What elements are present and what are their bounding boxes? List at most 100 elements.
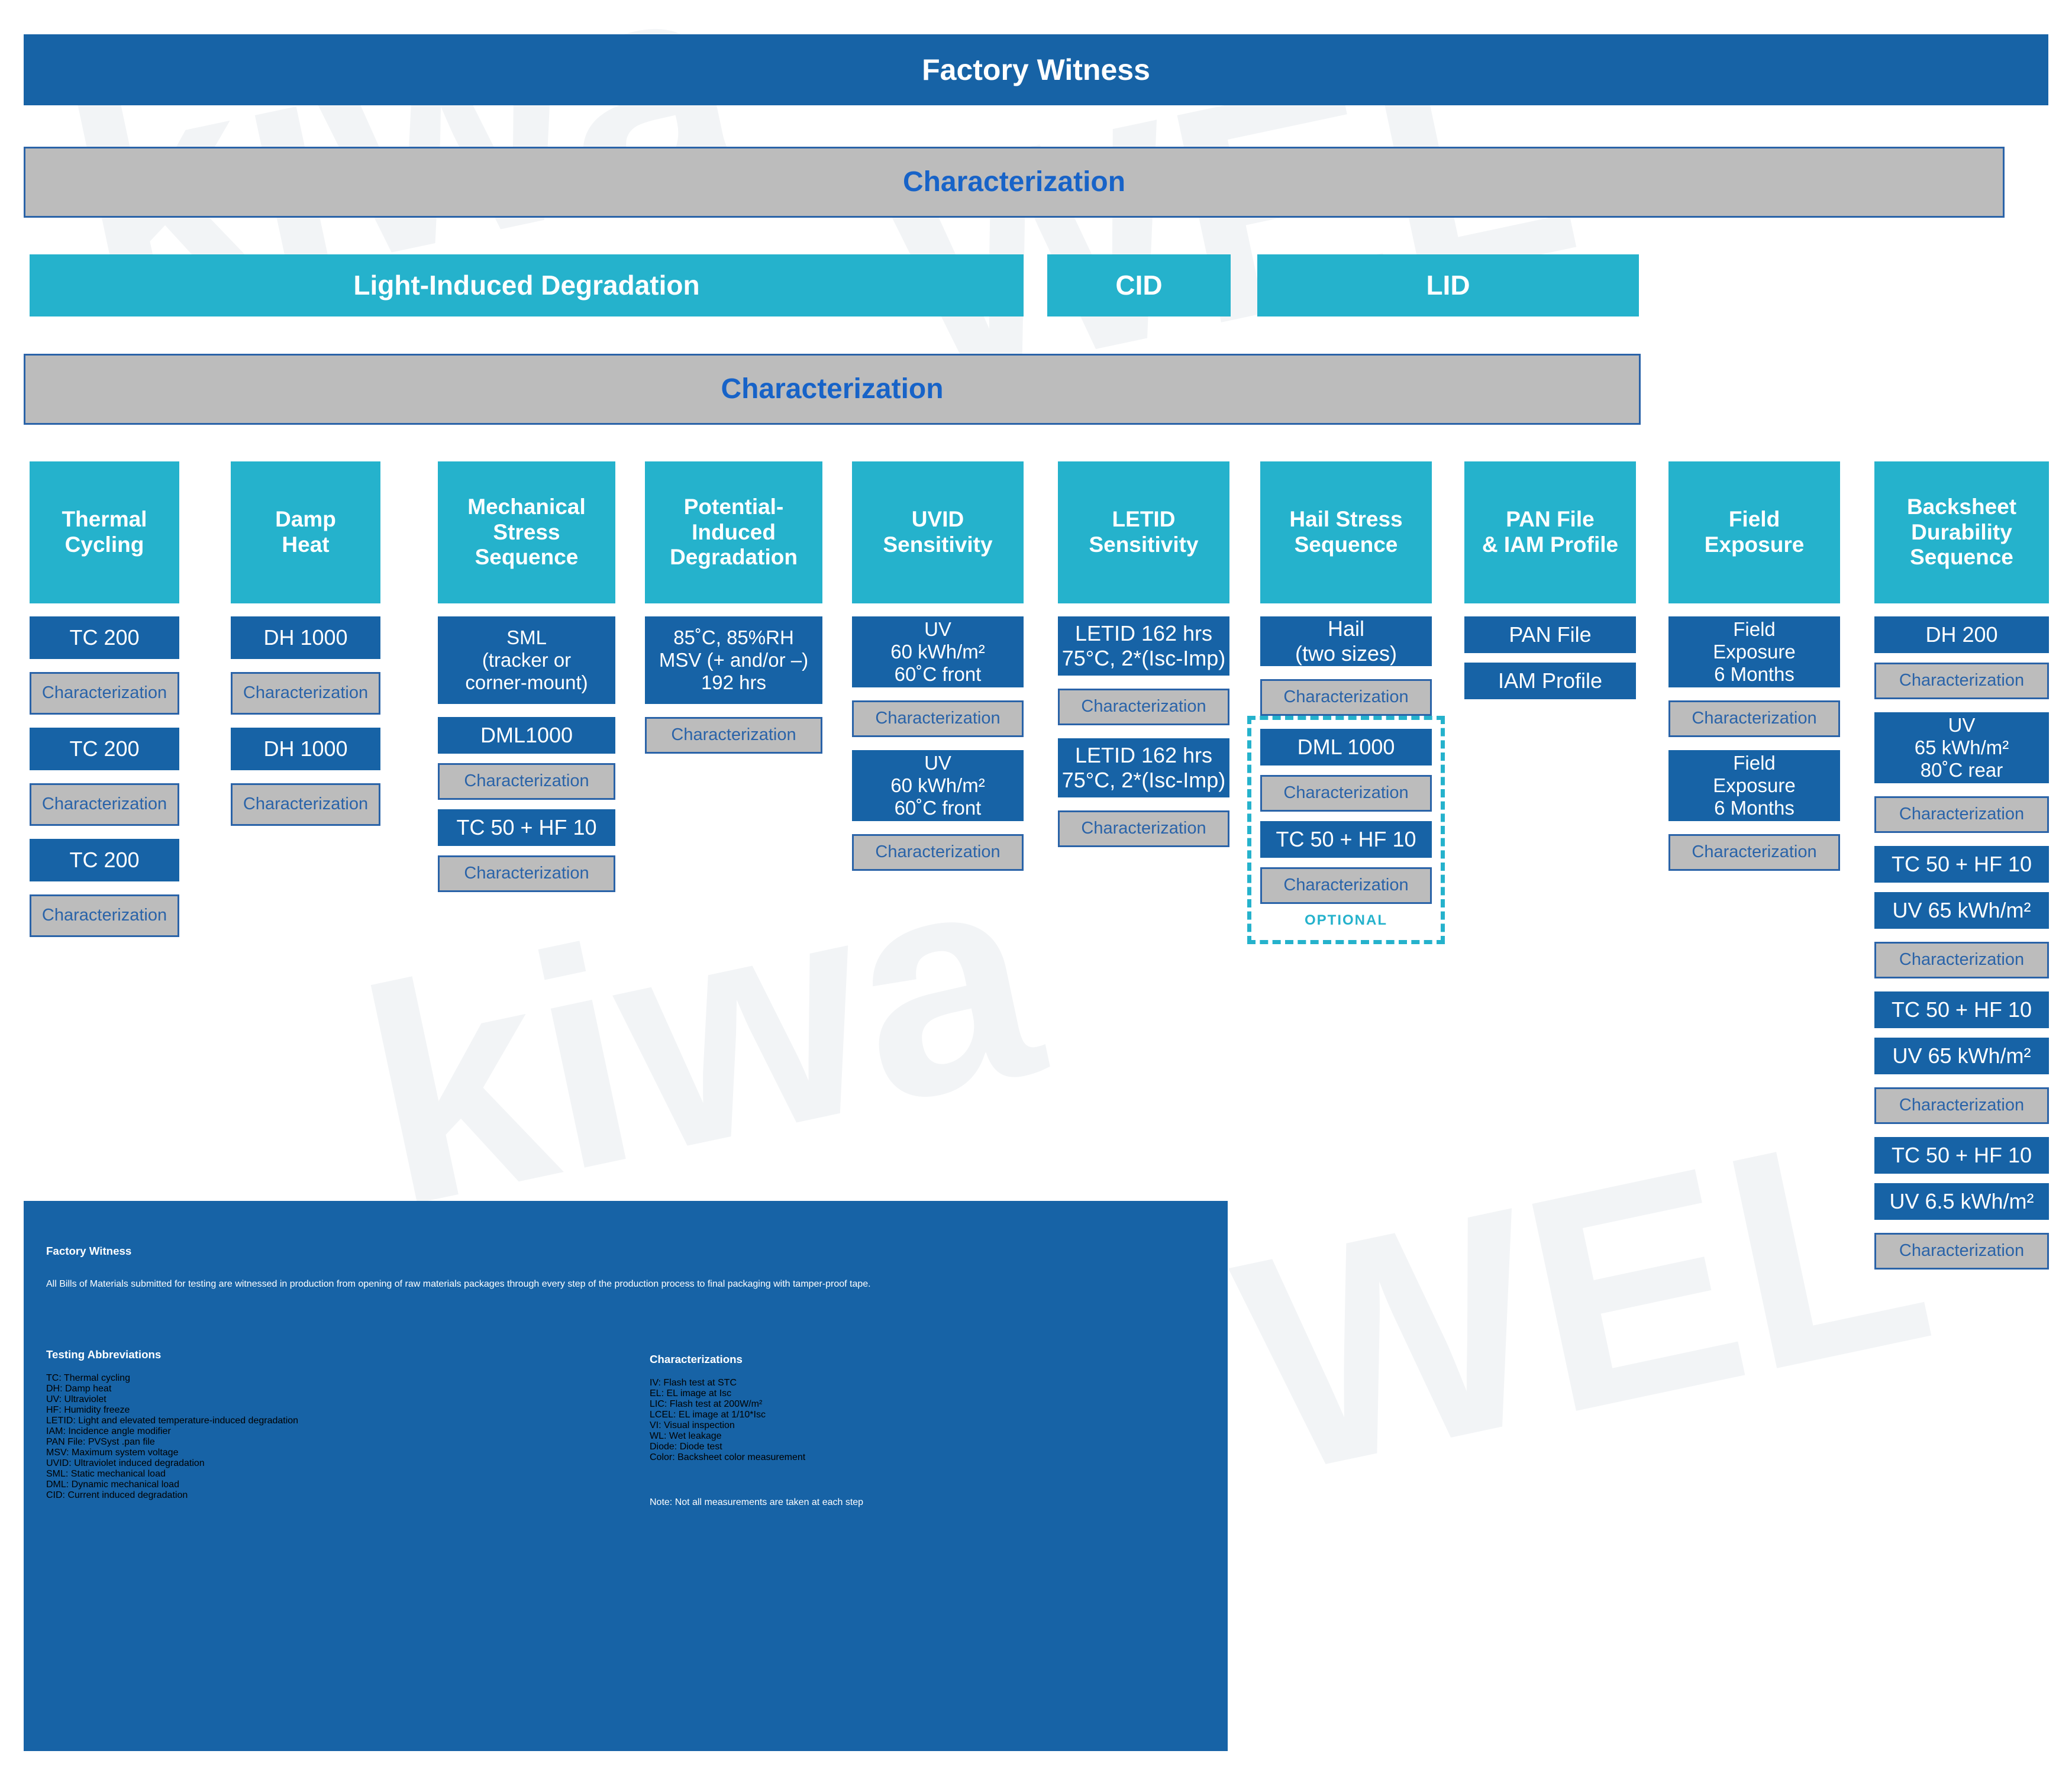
- test-step-box[interactable]: TC 200: [30, 839, 179, 881]
- test-step-box[interactable]: TC 200: [30, 616, 179, 659]
- column-header-line: LETID: [1112, 507, 1176, 532]
- optional-group-frame: [1247, 716, 1445, 944]
- abbreviation-item: CID: Current induced degradation: [46, 1490, 188, 1500]
- test-step-box[interactable]: TC 50 + HF 10: [1874, 846, 2049, 883]
- column-header-line: Potential-: [683, 494, 784, 519]
- characterization-box[interactable]: Characterization: [30, 672, 179, 715]
- step-label-line: LETID 162 hrs: [1074, 743, 1213, 768]
- step-label-line: Hail: [1327, 616, 1364, 641]
- characterization-box[interactable]: Characterization: [1058, 810, 1229, 847]
- step-label: Characterization: [875, 709, 1001, 728]
- abbreviation-item: UV: Ultraviolet: [46, 1394, 106, 1404]
- step-label-line: 60 kWh/m²: [890, 774, 985, 796]
- step-label: Characterization: [1283, 876, 1409, 895]
- test-step-box[interactable]: TC 50 + HF 10: [1260, 821, 1432, 858]
- column-header-line: Mechanical: [467, 494, 586, 519]
- info-panel-header-block: Factory Witness All Bills of Materials s…: [46, 1233, 1170, 1299]
- characterization-box[interactable]: Characterization: [1058, 689, 1229, 725]
- info-panel: [24, 1201, 1228, 1751]
- characterization-box[interactable]: Characterization: [1260, 867, 1432, 904]
- test-step-box[interactable]: PAN File: [1464, 616, 1636, 653]
- step-label: Characterization: [1283, 783, 1409, 803]
- step-label-line: 60˚C front: [894, 797, 982, 819]
- column-header-line: Backsheet: [1906, 494, 2017, 519]
- characterization-box[interactable]: Characterization: [1874, 796, 2049, 833]
- column-header-line: Sensitivity: [1089, 532, 1199, 557]
- column-header-line: Sequence: [1294, 532, 1398, 557]
- step-label: UV 6.5 kWh/m²: [1889, 1189, 2034, 1214]
- characterization-box[interactable]: Characterization: [1668, 700, 1840, 737]
- header-factory-witness-label: Factory Witness: [922, 53, 1150, 86]
- abbreviations-block: Testing Abbreviations TC: Thermal cyclin…: [46, 1337, 650, 1501]
- column-header-line: Field: [1728, 507, 1780, 532]
- characterization-box[interactable]: Characterization: [231, 672, 380, 715]
- test-step-box[interactable]: Hail(two sizes): [1260, 616, 1432, 666]
- abbreviation-item: MSV: Maximum system voltage: [46, 1447, 179, 1458]
- test-step-box[interactable]: UV 65 kWh/m²: [1874, 1038, 2049, 1074]
- test-step-box[interactable]: DML 1000: [1260, 729, 1432, 766]
- column-header-pan-file-iam-profile: PAN File& IAM Profile: [1464, 461, 1636, 603]
- test-step-box[interactable]: DH 1000: [231, 728, 380, 770]
- characterization-box[interactable]: Characterization: [1874, 942, 2049, 978]
- column-header-line: UVID: [911, 507, 964, 532]
- test-step-box[interactable]: DML1000: [438, 717, 615, 754]
- characterization-box[interactable]: Characterization: [1874, 1233, 2049, 1270]
- step-label: Characterization: [1899, 1096, 2025, 1115]
- test-step-box[interactable]: TC 50 + HF 10: [438, 809, 615, 846]
- step-label: Characterization: [1899, 671, 2025, 690]
- column-header-line: Damp: [275, 507, 336, 532]
- step-label-line: 6 Months: [1714, 663, 1795, 686]
- characterization-item: WL: Wet leakage: [650, 1430, 722, 1441]
- characterization-box[interactable]: Characterization: [30, 894, 179, 937]
- step-label-line: 6 Months: [1714, 797, 1795, 819]
- characterization-box[interactable]: Characterization: [852, 700, 1024, 737]
- test-step-box[interactable]: UV 65 kWh/m²: [1874, 892, 2049, 929]
- characterization-box[interactable]: Characterization: [852, 834, 1024, 871]
- characterization-box[interactable]: Characterization: [645, 717, 822, 754]
- step-label: Characterization: [243, 683, 369, 703]
- test-step-box[interactable]: UV 6.5 kWh/m²: [1874, 1183, 2049, 1220]
- abbreviation-item: PAN File: PVSyst .pan file: [46, 1436, 155, 1447]
- characterization-box[interactable]: Characterization: [438, 763, 615, 800]
- test-step-box[interactable]: TC 50 + HF 10: [1874, 1137, 2049, 1174]
- test-step-box[interactable]: DH 200: [1874, 616, 2049, 653]
- characterization-box[interactable]: Characterization: [30, 783, 179, 826]
- characterization-box[interactable]: Characterization: [1260, 679, 1432, 716]
- abbreviation-item: LETID: Light and elevated temperature-in…: [46, 1415, 299, 1426]
- test-step-box[interactable]: DH 1000: [231, 616, 380, 659]
- test-step-box[interactable]: TC 50 + HF 10: [1874, 991, 2049, 1028]
- column-header-line: Sequence: [475, 545, 579, 570]
- column-header-line: Thermal: [62, 507, 147, 532]
- characterization-box[interactable]: Characterization: [231, 783, 380, 826]
- step-label-line: 75°C, 2*(Isc-Imp): [1061, 768, 1226, 792]
- step-label: Characterization: [1081, 697, 1206, 716]
- step-label: Characterization: [1899, 1241, 2025, 1261]
- step-label: UV 65 kWh/m²: [1892, 1044, 2031, 1068]
- characterization-box[interactable]: Characterization: [438, 855, 615, 892]
- characterization-box[interactable]: Characterization: [1874, 1087, 2049, 1124]
- characterization-box[interactable]: Characterization: [1260, 775, 1432, 812]
- step-label: Characterization: [41, 906, 167, 925]
- characterization-box[interactable]: Characterization: [1668, 834, 1840, 871]
- test-step-box[interactable]: IAM Profile: [1464, 663, 1636, 699]
- step-label: DH 1000: [263, 737, 348, 761]
- column-header-line: Induced: [692, 519, 776, 544]
- header-characterization-1: Characterization: [24, 147, 2005, 218]
- test-step-box[interactable]: TC 200: [30, 728, 179, 770]
- characterization-box[interactable]: Characterization: [1874, 663, 2049, 699]
- step-label: TC 50 + HF 10: [1891, 997, 2032, 1022]
- step-label-line: SML: [506, 626, 547, 648]
- info-panel-body: All Bills of Materials submitted for tes…: [46, 1278, 871, 1289]
